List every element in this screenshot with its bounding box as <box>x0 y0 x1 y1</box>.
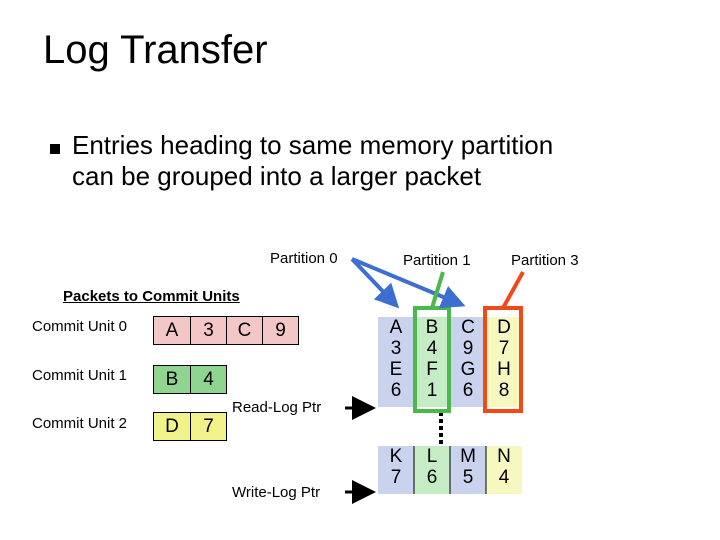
partition-0-label: Partition 0 <box>270 250 338 267</box>
log-entry: K <box>389 446 403 467</box>
partition-0-arrow-a <box>350 257 400 309</box>
bullet-text-line-1: Entries heading to same memory partition <box>72 130 554 160</box>
log-entry: H <box>497 359 511 380</box>
packet-cell: A <box>154 317 190 344</box>
partition-3-connector <box>501 271 525 309</box>
packet-cell: 3 <box>190 317 226 344</box>
partition-3-highlight-box <box>483 306 523 413</box>
partition-0-arrow-c <box>351 257 466 309</box>
log-column-2-top: C 9 G 6 <box>450 317 486 407</box>
log-column-3-bottom: N 4 <box>486 446 522 494</box>
commit-unit-0-packet: A 3 C 9 <box>153 316 299 345</box>
log-entry: N <box>497 446 511 467</box>
log-column-3-top: D 7 H 8 <box>486 317 522 407</box>
log-entry: 4 <box>426 338 438 359</box>
partition-1-highlight-box <box>413 306 451 413</box>
log-entry: 6 <box>390 380 402 401</box>
partition-3-label: Partition 3 <box>511 252 579 269</box>
packet-cell: D <box>154 413 190 440</box>
ellipsis-dots <box>439 412 443 444</box>
log-entry: 6 <box>462 380 474 401</box>
commit-unit-2-label: Commit Unit 2 <box>32 415 128 432</box>
log-column-1-top: B 4 F 1 <box>414 317 450 407</box>
log-column-1-bottom: L 6 <box>414 446 450 494</box>
log-entry: D <box>497 317 511 338</box>
log-entry: C <box>461 317 475 338</box>
commit-unit-1-packet: B 4 <box>153 365 227 394</box>
read-log-ptr-label: Read-Log Ptr <box>232 399 322 416</box>
log-entry: G <box>460 359 476 380</box>
log-entry: 6 <box>426 467 438 488</box>
bullet-text-line-2: can be grouped into a larger packet <box>72 161 482 191</box>
log-entry: F <box>426 359 438 380</box>
log-column-0-top: A 3 E 6 <box>378 317 414 407</box>
partition-1-connector <box>430 271 445 309</box>
log-entry: 4 <box>498 467 510 488</box>
log-entry: 7 <box>498 338 510 359</box>
log-entry: E <box>389 359 403 380</box>
commit-unit-2-packet: D 7 <box>153 412 227 441</box>
slide-title: Log Transfer <box>43 28 268 72</box>
log-entry: 1 <box>426 380 438 401</box>
packets-heading: Packets to Commit Units <box>63 288 240 305</box>
log-column-2-bottom: M 5 <box>450 446 486 494</box>
log-column-0-bottom: K 7 <box>378 446 414 494</box>
commit-unit-1-label: Commit Unit 1 <box>32 367 128 384</box>
packet-cell: 7 <box>190 413 226 440</box>
log-entry: 5 <box>462 467 474 488</box>
packet-cell: 9 <box>262 317 298 344</box>
packet-cell: C <box>226 317 262 344</box>
write-log-ptr-label: Write-Log Ptr <box>232 484 321 501</box>
bullet-square-icon <box>50 144 60 154</box>
packet-cell: B <box>154 366 190 393</box>
packet-cell: 4 <box>190 366 226 393</box>
log-entry: 9 <box>462 338 474 359</box>
commit-unit-0-label: Commit Unit 0 <box>32 318 128 335</box>
log-entry: L <box>426 446 438 467</box>
partition-1-label: Partition 1 <box>403 252 471 269</box>
log-entry: 3 <box>390 338 402 359</box>
log-entry: 7 <box>390 467 402 488</box>
log-entry: B <box>425 317 439 338</box>
log-entry: 8 <box>498 380 510 401</box>
log-entry: M <box>460 446 476 467</box>
log-entry: A <box>389 317 403 338</box>
